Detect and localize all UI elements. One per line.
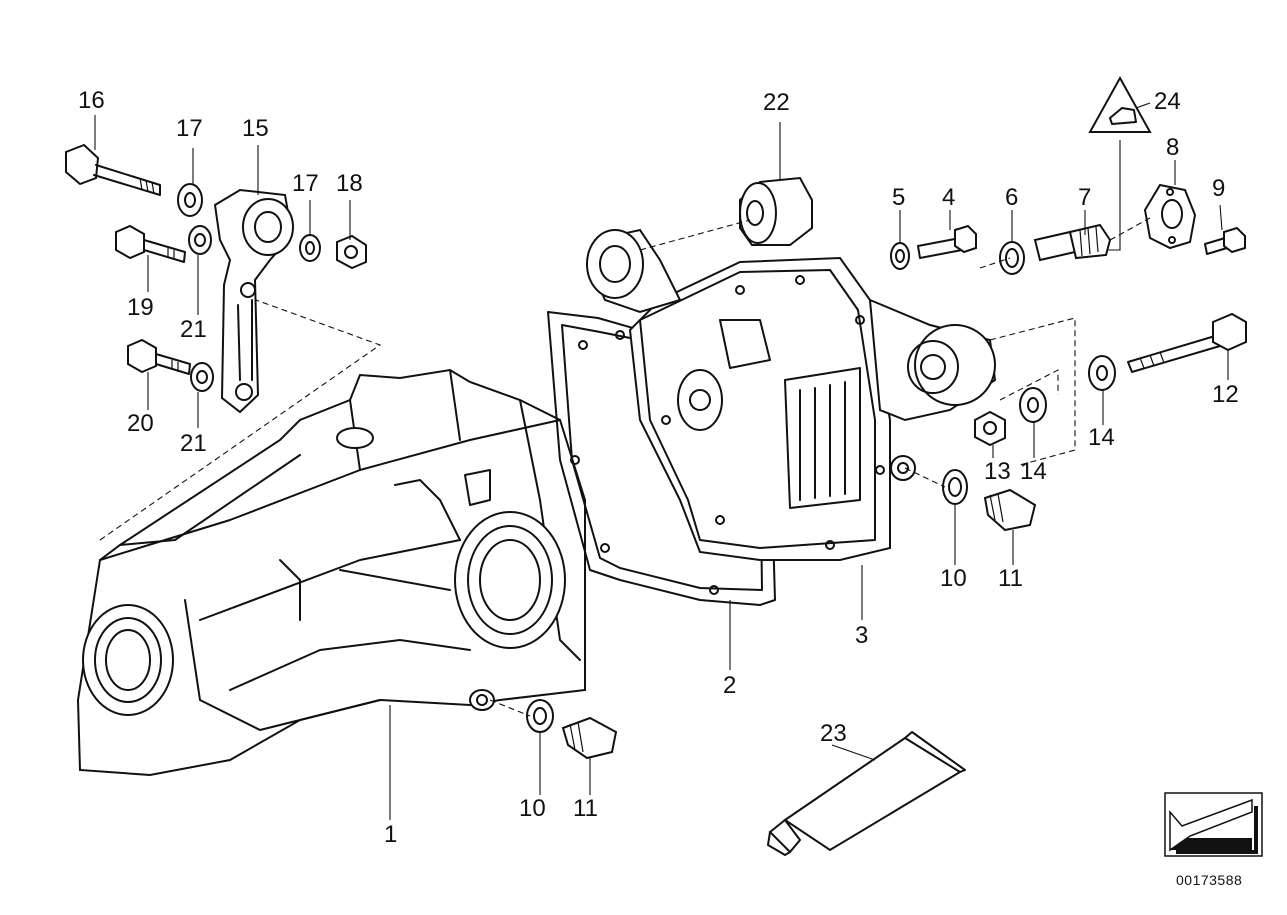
part-23-sealant-tube — [767, 731, 966, 856]
callout-5: 5 — [892, 184, 906, 211]
part-3-cover — [586, 228, 997, 561]
part-9-screw — [1204, 226, 1246, 255]
callout-3: 3 — [855, 622, 869, 649]
callout-11-right: 11 — [998, 565, 1023, 592]
part-16-bolt — [65, 143, 161, 196]
part-21-washer-upper — [188, 225, 212, 255]
part-22-bushing — [739, 176, 813, 246]
callout-10-bottom: 10 — [519, 795, 546, 822]
part-11-plug-bottom — [561, 716, 618, 760]
callout-17-left: 17 — [176, 115, 203, 142]
part-14-washer-right — [1088, 355, 1116, 391]
callout-12: 12 — [1212, 381, 1239, 408]
part-1-differential-housing — [76, 368, 586, 777]
part-8-gasket-plate — [1143, 183, 1197, 250]
callout-6: 6 — [1005, 184, 1019, 211]
part-10-ring-right — [942, 469, 968, 505]
part-20-bolt — [127, 338, 191, 375]
part-19-bolt — [115, 224, 186, 263]
part-17-washer-left — [177, 183, 203, 217]
part-7-sensor — [1033, 223, 1112, 262]
callout-13: 13 — [984, 458, 1011, 485]
callout-9: 9 — [1212, 175, 1226, 202]
callout-11-bottom: 11 — [573, 795, 598, 822]
part-13-nut — [974, 410, 1006, 447]
part-5-washer — [890, 242, 910, 270]
callout-8: 8 — [1166, 134, 1180, 161]
callout-1: 1 — [384, 821, 398, 848]
callout-22: 22 — [763, 89, 790, 116]
callout-14-right: 14 — [1088, 424, 1115, 451]
figure-id: 00173588 — [1176, 872, 1243, 888]
part-4-bolt — [917, 224, 977, 259]
callout-21-lower: 21 — [180, 430, 207, 457]
return-arrow-box[interactable] — [1164, 792, 1263, 857]
part-18-nut — [336, 234, 367, 270]
part-24-warning-label — [1088, 75, 1152, 133]
callout-4: 4 — [942, 184, 956, 211]
part-12-bolt — [1127, 312, 1247, 373]
callout-23: 23 — [820, 720, 847, 747]
callout-24: 24 — [1154, 88, 1181, 115]
callout-15: 15 — [242, 115, 269, 142]
part-11-plug-right — [983, 488, 1037, 532]
callout-20: 20 — [127, 410, 154, 437]
part-14-washer-left — [1019, 387, 1047, 423]
callout-10-right: 10 — [940, 565, 967, 592]
callout-17-right: 17 — [292, 170, 319, 197]
callout-21-upper: 21 — [180, 316, 207, 343]
assembly-lines — [94, 102, 1229, 820]
part-10-ring-bottom — [526, 699, 554, 733]
callout-16: 16 — [78, 87, 105, 114]
part-15-bracket — [213, 188, 294, 414]
part-6-sealing-ring — [999, 241, 1025, 275]
callout-7: 7 — [1078, 184, 1092, 211]
part-17-washer-right — [299, 234, 321, 262]
callout-18: 18 — [336, 170, 363, 197]
callout-14-left: 14 — [1020, 458, 1047, 485]
part-21-washer-lower — [190, 362, 214, 392]
callout-2: 2 — [723, 672, 737, 699]
callout-19: 19 — [127, 294, 154, 321]
